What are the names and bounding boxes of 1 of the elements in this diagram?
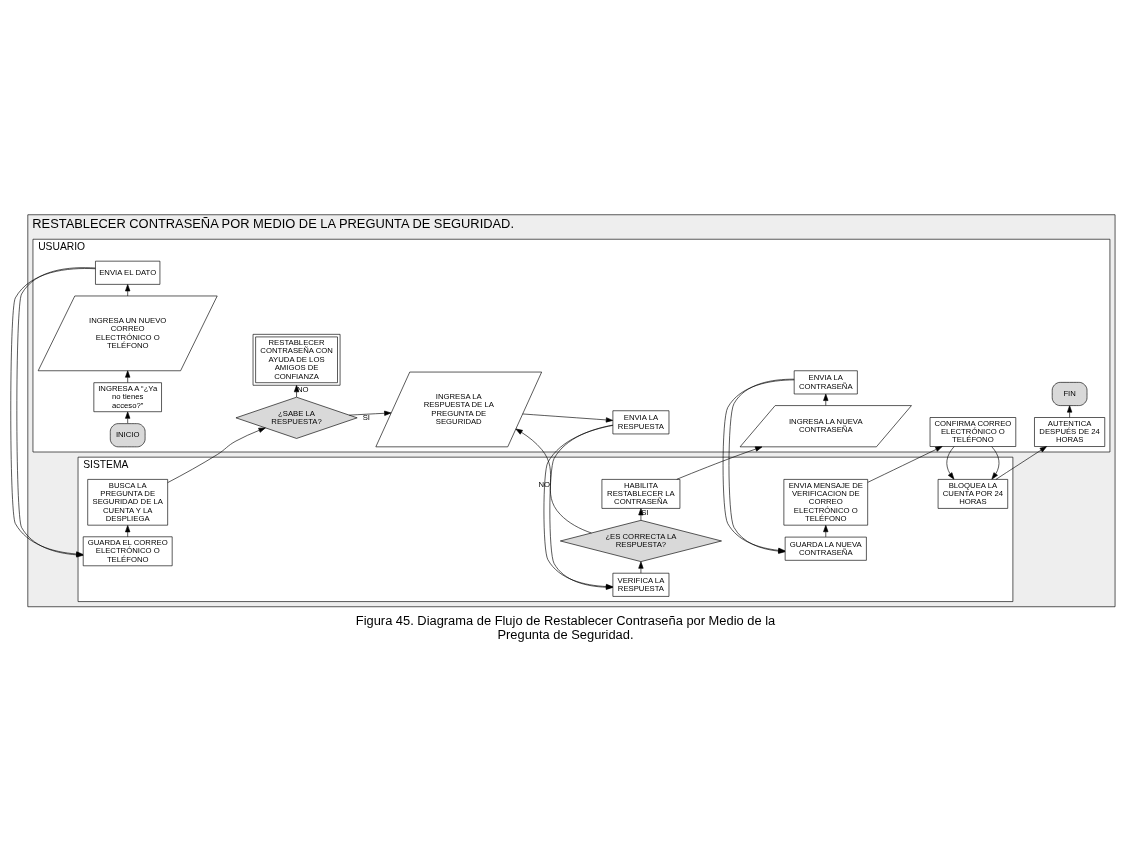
caption: Figura 45. Diagrama de Flujo de Restablecer Contraseña por Medio de la Pregunta de Seguridad. (355, 612, 776, 642)
